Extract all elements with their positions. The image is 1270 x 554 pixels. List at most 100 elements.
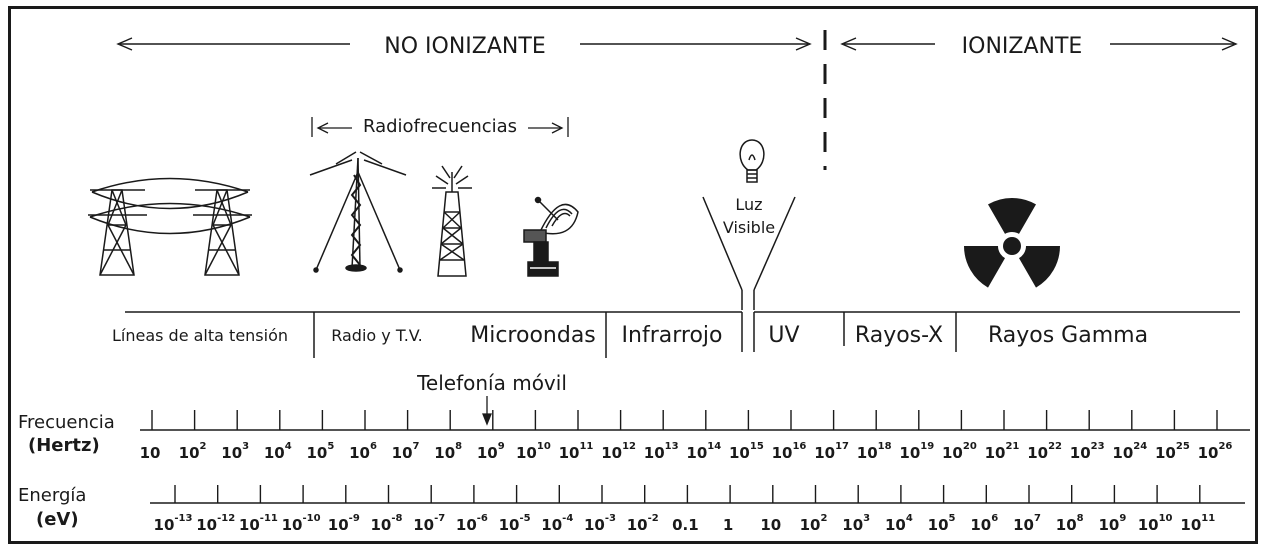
visible-light-label-2: Visible [723,218,775,237]
tick-exponent: -7 [434,513,445,524]
tick-label: 1022 [1027,441,1062,462]
band-label: Microondas [470,323,596,348]
band-dividers [313,312,957,358]
tick-label: 1017 [814,441,849,462]
tick-exponent: 20 [963,441,977,452]
tick-label: 1010 [1138,513,1173,534]
tick-exponent: 17 [835,441,849,452]
tick-label: 1 [723,516,733,534]
tick-exponent: 9 [498,441,505,452]
tick-label: 103 [842,513,870,534]
tick-label: 10-8 [371,513,403,534]
tick-label: 106 [349,441,377,462]
tick-exponent: 5 [949,513,956,524]
tick-label: 10-2 [627,513,659,534]
tick-label: 1012 [601,441,636,462]
tick-label: 10-3 [584,513,616,534]
non-ionizing-range [116,37,812,51]
tick-label: 1026 [1198,441,1233,462]
frequency-axis [140,410,1250,431]
tick-exponent: 8 [1077,513,1084,524]
tick-exponent: 16 [792,441,806,452]
tick-label: 1025 [1155,441,1190,462]
tick-label: 1018 [857,441,892,462]
radiation-symbol-icon [964,198,1060,288]
tick-exponent: -2 [648,513,659,524]
tick-exponent: 10 [537,441,551,452]
tick-exponent: 3 [242,441,249,452]
tick-label: 108 [434,441,462,462]
tick-exponent: 2 [820,513,827,524]
mobile-phone-label: Telefonía móvil [416,371,567,395]
tick-exponent: 4 [906,513,913,524]
tick-label: 1010 [516,441,551,462]
tick-exponent: 26 [1218,441,1232,452]
tick-exponent: -10 [302,513,320,524]
tick-exponent: -4 [562,513,573,524]
energy-axis-label: Energía [18,485,86,506]
tick-label: 107 [392,441,420,462]
radiofrequency-label: Radiofrecuencias [363,116,517,137]
tick-exponent: 14 [707,441,721,452]
satellite-dish-icon [523,196,579,277]
tick-exponent: 10 [1159,513,1173,524]
tick-exponent: 21 [1005,441,1019,452]
light-bulb-icon [739,139,765,183]
visible-light-label-1: Luz [735,195,762,214]
tick-exponent: -6 [477,513,488,524]
tick-exponent: 7 [1034,513,1041,524]
ionizing-label: IONIZANTE [962,34,1083,59]
tick-label: 1016 [772,441,807,462]
energy-axis-unit: (eV) [36,509,79,530]
band-label: Rayos-X [855,323,943,348]
energy-axis [150,485,1245,504]
non-ionizing-label: NO IONIZANTE [384,34,545,59]
tick-exponent: 19 [920,441,934,452]
tick-exponent: -8 [391,513,402,524]
radiation-blade [964,246,1005,288]
tick-exponent: 11 [579,441,593,452]
tick-label: 102 [800,513,828,534]
tick-exponent: 5 [327,441,334,452]
tick-label: 10-6 [456,513,488,534]
tick-exponent: 12 [622,441,636,452]
visible-light-funnel [702,196,796,310]
tick-exponent: 4 [285,441,292,452]
tick-label: 10-4 [541,513,573,534]
tick-label: 10 [760,516,781,534]
tick-label: 1014 [686,441,721,462]
mobile-phone-arrow [482,396,492,426]
tick-label: 0.1 [672,516,699,534]
tick-label: 10-5 [499,513,531,534]
tick-exponent: -13 [174,513,192,524]
band-label: Rayos Gamma [988,323,1148,348]
band-label: Líneas de alta tensión [112,326,288,345]
tick-label: 1011 [1180,513,1215,534]
tick-exponent: -9 [349,513,360,524]
radio-antenna-icon [309,151,407,273]
frequency-axis-label: Frecuencia [18,412,115,433]
tick-exponent: 13 [665,441,679,452]
band-label: UV [768,323,799,348]
tick-label: 104 [885,513,913,534]
tick-label: 102 [179,441,207,462]
tick-exponent: -3 [605,513,616,524]
radiation-blade [1019,246,1060,288]
tick-label: 104 [264,441,292,462]
diagram-frame [8,6,1258,544]
radiofrequency-bracket [311,117,569,137]
tick-label: 1020 [942,441,977,462]
tick-exponent: 18 [878,441,892,452]
tick-label: 105 [306,441,334,462]
tick-exponent: 9 [1119,513,1126,524]
tick-label: 1023 [1070,441,1105,462]
tick-exponent: 8 [455,441,462,452]
tick-label: 106 [970,513,998,534]
tick-exponent: 15 [750,441,764,452]
tv-tower-icon [432,165,472,277]
tick-exponent: 24 [1133,441,1147,452]
radiation-blade [988,198,1036,234]
